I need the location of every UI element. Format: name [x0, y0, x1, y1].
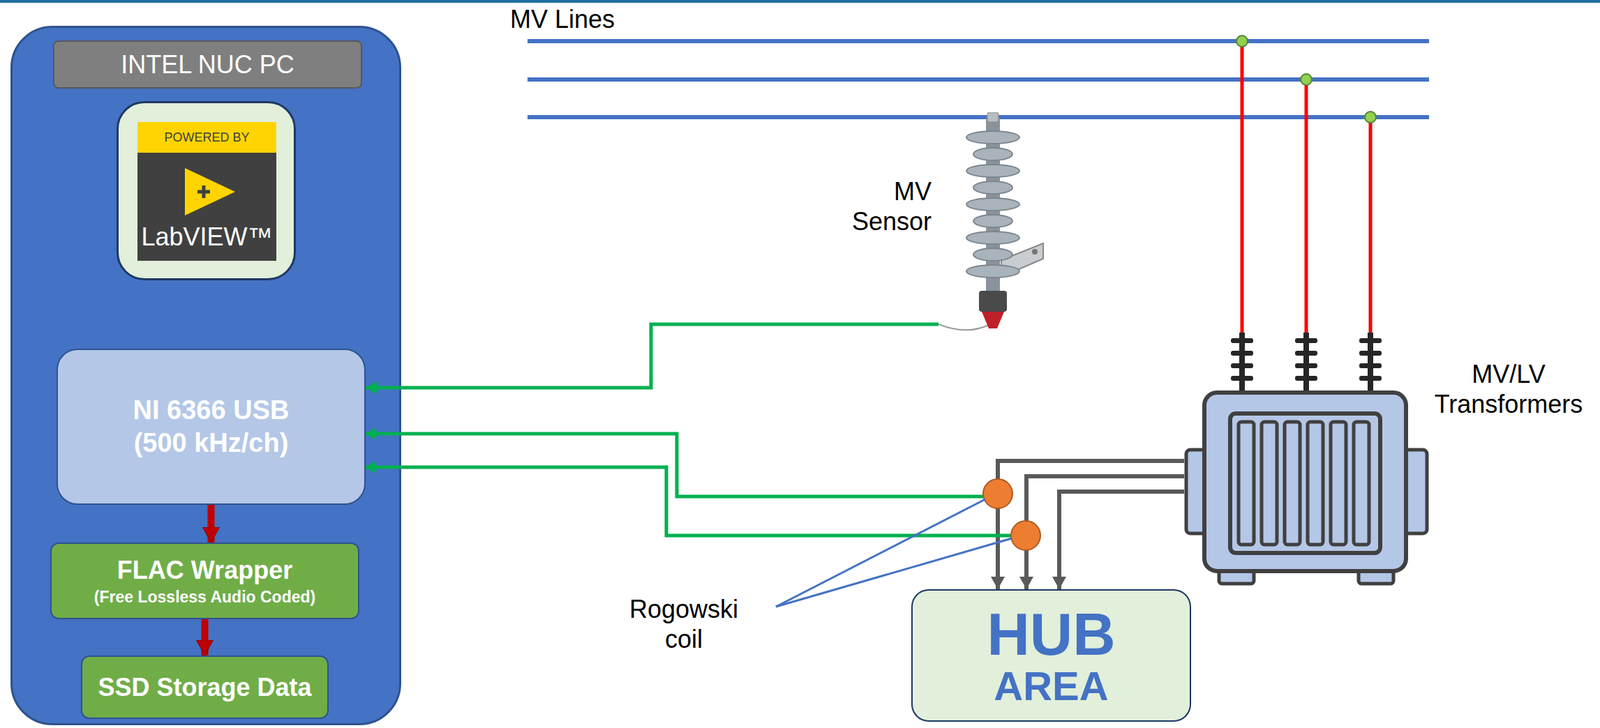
- node-text: POWERED BY: [163, 130, 250, 146]
- transformer-symbol: [1230, 413, 1381, 554]
- mv-sensor-picture: [973, 214, 1013, 228]
- rogowski-coil-symbol: [983, 479, 1041, 551]
- transformer: MV/LV Transformers: [1184, 331, 1430, 587]
- play-icon: [184, 168, 236, 216]
- node-text: AREA: [993, 665, 1109, 709]
- mv-line: [527, 39, 1430, 44]
- transformer-symbol: [1184, 331, 1430, 587]
- rogowski-coil-symbol: [983, 479, 1013, 509]
- coil-signal-wire: [364, 467, 1012, 536]
- mv-sensor-picture: [1032, 249, 1038, 255]
- transformer-symbol: [1359, 338, 1382, 344]
- coil-signal-wire: [364, 434, 984, 497]
- drop-wire: [1240, 41, 1245, 334]
- transformer-symbol: [1359, 376, 1382, 381]
- drop-wire: [1369, 117, 1373, 334]
- software-logo: POWERED BY LabVIEW™: [116, 101, 296, 281]
- logo-band: POWERED BY: [137, 122, 277, 153]
- coil-signal-wire: [364, 434, 1012, 536]
- mv-sensor-picture: [966, 198, 1020, 211]
- logo-tile: POWERED BY LabVIEW™: [137, 122, 277, 261]
- transformer-symbol: [1295, 338, 1318, 344]
- transformer-symbol: [1238, 422, 1254, 545]
- top-rule: [0, 0, 1600, 3]
- storage-box: SSD Storage Data: [80, 655, 329, 720]
- mv-sensor-picture: [987, 112, 999, 123]
- mv-line: [527, 41, 1430, 118]
- mv-sensor-picture: [966, 164, 1020, 178]
- transformer-symbol: [1261, 422, 1277, 545]
- computer-panel: INTEL NUC PC POWERED BY LabVIEW™ NI 6366 US…: [10, 25, 402, 726]
- connector: [207, 505, 215, 543]
- connector: [1059, 491, 1185, 590]
- mv-sensor: MV Sensor: [938, 112, 1051, 338]
- mv-sensor-picture: [938, 112, 1051, 338]
- transformer-symbol: [1204, 392, 1407, 572]
- title-bar: INTEL NUC PC: [53, 40, 363, 89]
- leader-line: [775, 499, 1012, 608]
- transformer-symbol: [1284, 422, 1300, 545]
- process-box: FLAC Wrapper(Free Lossless Audio Coded): [50, 542, 360, 620]
- diagram-label: Rogowski coil: [621, 594, 747, 655]
- node-text: MV Sensor: [833, 176, 932, 237]
- drop-wire: [1242, 41, 1371, 334]
- leader-line: [775, 499, 986, 608]
- mv-sensor-picture: [978, 290, 1007, 312]
- tap-point: [1236, 35, 1377, 123]
- tap-point: [1364, 111, 1377, 123]
- connector: [201, 619, 209, 656]
- node-text: MV/LV Transformers: [1424, 359, 1593, 420]
- mv-sensor-picture: [938, 324, 989, 331]
- transformer-symbol: [1353, 422, 1370, 545]
- mv-sensor-picture: [973, 147, 1013, 161]
- mv-sensor-picture: [966, 231, 1020, 245]
- leader-line: [775, 538, 1012, 608]
- mv-line: [527, 77, 1430, 82]
- transformer-symbol: [1230, 376, 1254, 381]
- node-text: HUB: [986, 603, 1116, 666]
- mv-line: [527, 115, 1430, 120]
- transformer-symbol: [1359, 363, 1382, 369]
- transformer-symbol: [1230, 363, 1254, 369]
- connector: [1026, 476, 1185, 590]
- daq-box: NI 6366 USB (500 kHz/ch): [56, 348, 366, 506]
- node-text: INTEL NUC PC: [120, 50, 295, 80]
- mv-sensor-picture: [981, 311, 1005, 329]
- transformer-symbol: [1359, 350, 1382, 356]
- transformer-symbol: [1330, 422, 1347, 545]
- transformer-symbol: [1295, 350, 1318, 356]
- node-text: SSD Storage Data: [97, 673, 312, 703]
- mv-sensor-picture: [966, 131, 1020, 144]
- play-icon: [197, 185, 211, 199]
- connector: [365, 324, 939, 388]
- node-text: LabVIEW™: [140, 222, 273, 252]
- mv-sensor-picture: [966, 265, 1020, 278]
- hub-area-box: HUBAREA: [911, 589, 1192, 723]
- diagram-label: MV Lines: [510, 4, 615, 35]
- rogowski-coil-symbol: [1011, 521, 1041, 551]
- transformer-symbol: [1307, 422, 1323, 545]
- drop-wire: [1304, 79, 1309, 334]
- transformer-symbol: [1295, 363, 1318, 369]
- mv-sensor-picture: [973, 181, 1013, 194]
- tap-point: [1236, 35, 1248, 47]
- tap-point: [1300, 73, 1312, 86]
- transformer-symbol: [1230, 338, 1254, 344]
- transformer-symbol: [1230, 350, 1254, 356]
- node-text: (Free Lossless Audio Coded): [94, 588, 316, 608]
- node-text: NI 6366 USB (500 kHz/ch): [117, 394, 306, 461]
- connector: [997, 461, 1185, 590]
- mv-sensor-picture: [973, 248, 1013, 261]
- node-text: FLAC Wrapper: [117, 556, 293, 586]
- transformer-symbol: [1295, 376, 1318, 381]
